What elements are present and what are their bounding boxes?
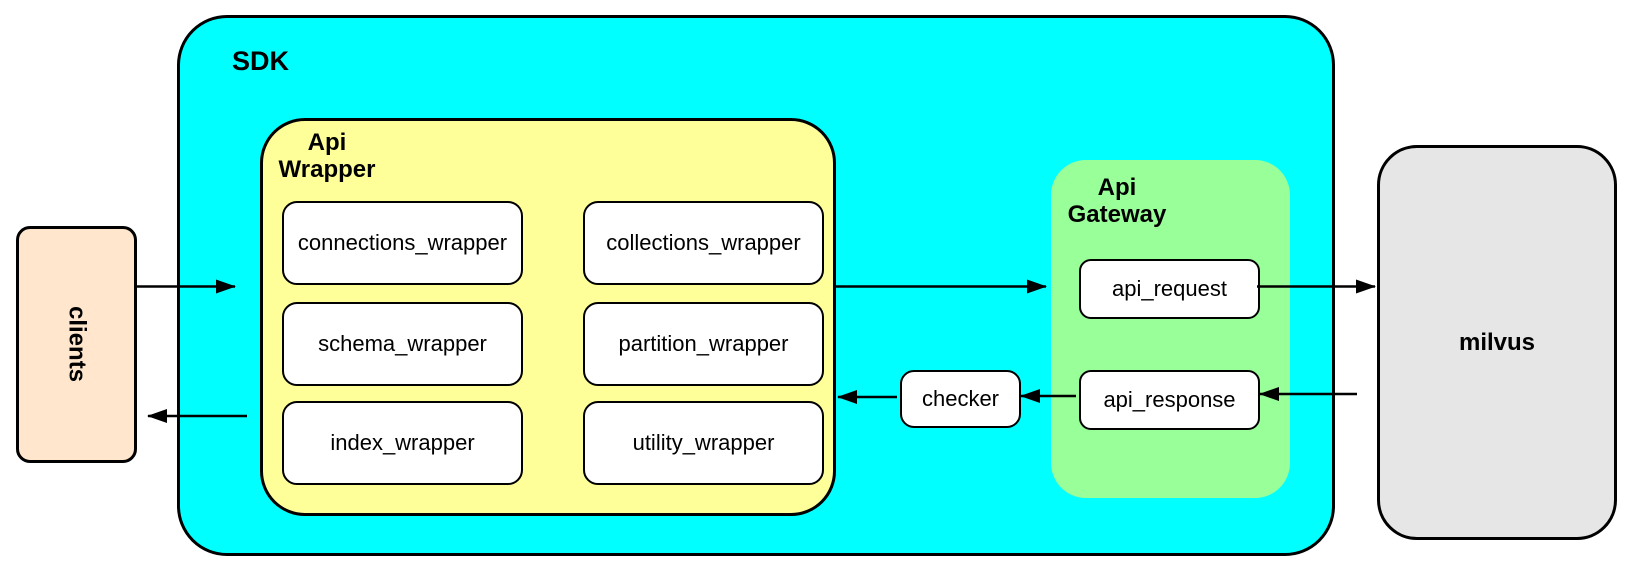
clients-node: clients: [16, 226, 137, 463]
api-response-node: api_response: [1079, 370, 1260, 430]
api-gateway-container: Api Gateway api_request api_response: [1051, 160, 1290, 498]
checker-node: checker: [900, 370, 1021, 428]
clients-label: clients: [63, 306, 91, 383]
module-index-wrapper: index_wrapper: [282, 401, 523, 485]
module-partition-wrapper: partition_wrapper: [583, 302, 824, 386]
module-utility-wrapper: utility_wrapper: [583, 401, 824, 485]
api-wrapper-container: Api Wrapper connections_wrapper collecti…: [260, 118, 836, 516]
module-connections-wrapper: connections_wrapper: [282, 201, 523, 285]
module-schema-wrapper: schema_wrapper: [282, 302, 523, 386]
api-gateway-label-line1: Api: [1097, 174, 1137, 201]
milvus-node: milvus: [1377, 145, 1617, 540]
api-wrapper-label-line1: Api: [307, 129, 347, 156]
api-wrapper-label: Api Wrapper: [271, 129, 383, 183]
api-gateway-label-line2: Gateway: [1067, 201, 1167, 228]
sdk-container: SDK Api Wrapper connections_wrapper coll…: [177, 15, 1335, 556]
module-collections-wrapper: collections_wrapper: [583, 201, 824, 285]
milvus-label: milvus: [1458, 328, 1536, 356]
sdk-label: SDK: [232, 46, 290, 76]
api-request-node: api_request: [1079, 259, 1260, 319]
api-gateway-label: Api Gateway: [1065, 174, 1169, 228]
api-wrapper-label-line2: Wrapper: [278, 156, 376, 183]
